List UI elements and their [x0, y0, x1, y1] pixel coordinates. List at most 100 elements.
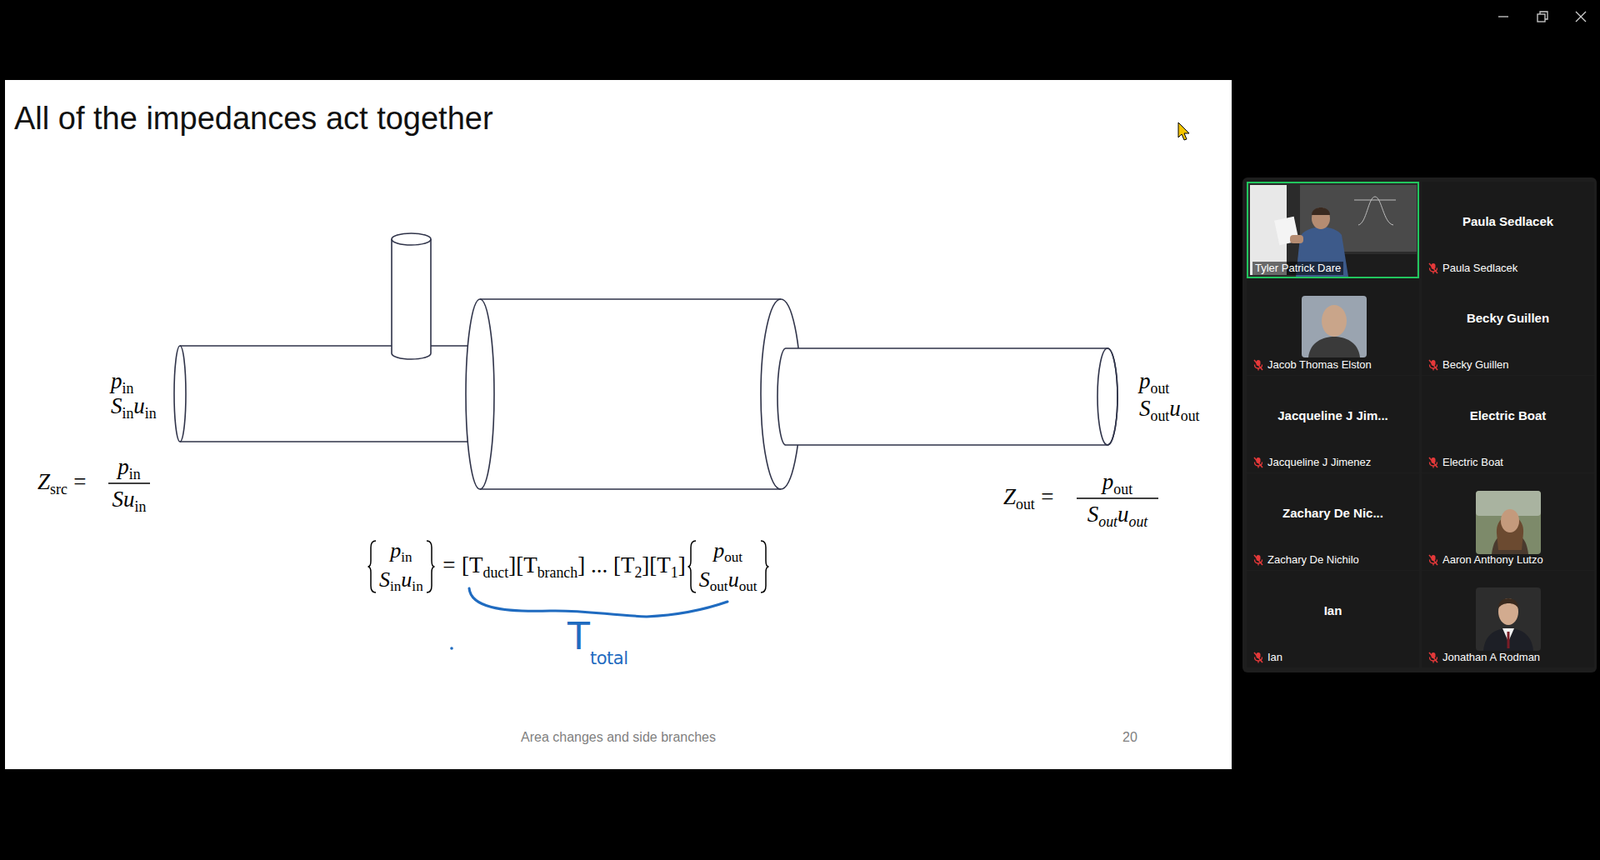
subscript: out [1113, 480, 1133, 498]
equals-sign: = [442, 552, 455, 578]
active-speaker-border [1247, 182, 1419, 278]
participant-name: Ian [1324, 603, 1343, 618]
math-symbol: p [110, 368, 123, 394]
math-line: Zsrc = [37, 468, 93, 499]
mouse-cursor [1178, 122, 1190, 140]
math-symbol: Z [1003, 484, 1016, 510]
subscript: in [145, 405, 157, 422]
math-symbol: u [400, 567, 412, 592]
math-line: =[Tduct][Tbranch] ... [T2][T1] [436, 551, 686, 582]
name-tag: Zachary De Nichilo [1267, 553, 1360, 567]
subscript: in [135, 498, 147, 515]
name-tag: Ian [1267, 650, 1283, 665]
curly-brace [425, 539, 435, 595]
math-symbol: Z [37, 469, 50, 495]
name-tag: Jonathan A Rodman [1442, 650, 1540, 665]
participant-name: Jacqueline J Jim... [1277, 408, 1389, 423]
math-symbol: S [110, 393, 123, 419]
tile-grounds [1246, 181, 1595, 668]
name-tag: Paula Sedlacek [1442, 261, 1518, 275]
slide-title: All of the impedances act together [14, 100, 494, 137]
subscript: out [739, 578, 758, 595]
subscript: in [400, 549, 412, 565]
vector-entries: poutSoutuout [699, 537, 758, 596]
math-symbol: S [379, 567, 390, 592]
math-symbol: p [1139, 368, 1151, 394]
participant-panel [1242, 177, 1597, 673]
subscript: out [1150, 380, 1170, 397]
math-symbol: Su [112, 486, 135, 512]
math-symbol: u [1117, 501, 1130, 527]
subscript: in [129, 465, 141, 483]
participant-name: Electric Boat [1470, 408, 1547, 423]
vector-entries: pinSinuin [379, 537, 424, 596]
subscript: in [122, 405, 135, 422]
math-symbol: S [1087, 501, 1100, 527]
curly-brace [759, 539, 770, 595]
profile-photo [1475, 490, 1541, 555]
math-symbol: u [1169, 395, 1181, 421]
math-symbol: p [390, 538, 401, 563]
muted-mic-icons [1254, 263, 1438, 664]
participant-tile: Aaron Anthony Lutzo [1421, 473, 1595, 570]
math-line: Sinuin [110, 392, 157, 423]
handwritten-brace [469, 588, 728, 617]
participant-name: Paula Sedlacek [1462, 214, 1554, 229]
participant-tile: Jacob Thomas Elston [1246, 278, 1420, 375]
window-controls [1498, 11, 1586, 22]
participant-tile: IanIan [1246, 570, 1420, 668]
math-line: pout [1139, 367, 1170, 398]
subscript: branch [537, 564, 578, 581]
math-line: Soutuout [1139, 395, 1200, 425]
math-text: ][T [508, 552, 537, 578]
math-symbol: S [699, 567, 710, 592]
subscript: src [50, 480, 68, 498]
math-line: Zout = [1003, 483, 1060, 514]
participant-tile: Becky GuillenBecky Guillen [1421, 278, 1595, 375]
math-line: Soutuout [1087, 500, 1149, 531]
subscript: 1 [670, 564, 679, 581]
subscript: duct [483, 564, 510, 581]
math-text: ][T [641, 552, 670, 578]
participant-name: Becky Guillen [1466, 310, 1550, 325]
math-symbol: p [117, 454, 130, 480]
video-feed [1248, 183, 1418, 277]
slide-footer: Area changes and side branches [520, 730, 716, 745]
slide [5, 80, 1232, 770]
participant-name: Zachary De Nic... [1282, 505, 1384, 520]
equals-sign: = [73, 469, 86, 495]
subscript: 2 [634, 564, 642, 581]
math-symbol: u [133, 393, 145, 419]
math-line: pout [713, 537, 743, 567]
fraction-bar [108, 482, 150, 484]
math-text: ] ... [T [577, 552, 635, 578]
profile-photo [1301, 295, 1367, 358]
participant-tile: Tyler Patrick Dare [1246, 181, 1420, 279]
participant-tile: Paula SedlacekPaula Sedlacek [1421, 181, 1595, 279]
slide-number: 20 [1122, 730, 1138, 745]
math-line: pin [110, 367, 134, 398]
participant-tile: Zachary De Nic... Zachary De Nichilo [1246, 473, 1420, 570]
equals-sign: = [1040, 484, 1054, 510]
math-line: pin [117, 453, 140, 484]
subscript: out [1015, 495, 1035, 513]
handwritten-subscript: total [590, 650, 629, 668]
math-line: pin [390, 537, 412, 567]
ink-dot [450, 646, 454, 650]
fraction-bar [1076, 497, 1159, 499]
name-tag: Jacob Thomas Elston [1267, 358, 1372, 372]
name-tag: Jacqueline J Jimenez [1267, 455, 1371, 470]
name-tag: Aaron Anthony Lutzo [1442, 553, 1544, 567]
math-text: [T [461, 552, 483, 578]
math-line: Soutuout [699, 566, 758, 596]
matrix-equation: pinSinuin=[Tduct][Tbranch] ... [T2][T1]p… [367, 537, 770, 596]
curly-brace [687, 539, 698, 595]
muffler-drawing [174, 233, 1118, 490]
name-tag: Tyler Patrick Dare [1252, 261, 1344, 275]
handwritten-symbol: T [567, 618, 590, 655]
math-line: Suin [112, 485, 147, 516]
participant-tile: Electric BoatElectric Boat [1421, 375, 1595, 473]
subscript: in [122, 380, 135, 397]
participant-tile: Jonathan A Rodman [1421, 570, 1595, 668]
math-symbol: p [1102, 469, 1115, 495]
